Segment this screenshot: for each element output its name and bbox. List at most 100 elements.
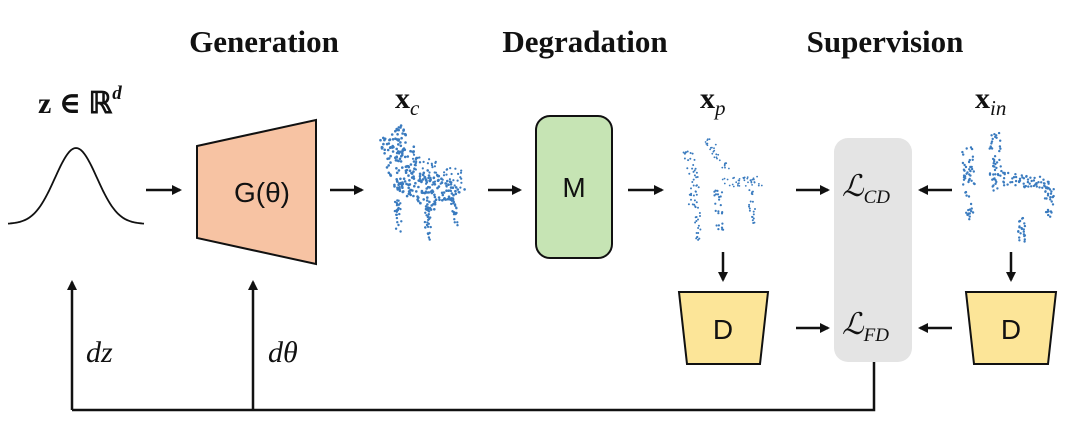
point xyxy=(410,176,414,179)
point xyxy=(716,193,720,196)
point xyxy=(1023,222,1026,225)
point xyxy=(454,189,457,193)
point xyxy=(1043,182,1046,185)
point xyxy=(692,178,695,181)
point xyxy=(971,158,974,161)
feedback-line xyxy=(72,362,876,412)
point xyxy=(1032,179,1036,182)
point xyxy=(1052,194,1055,198)
point xyxy=(994,173,997,176)
latent-exponent: d xyxy=(112,83,122,104)
point xyxy=(397,143,400,146)
point xyxy=(426,221,429,224)
heading-supervision: Supervision xyxy=(807,24,964,59)
point xyxy=(389,173,392,176)
point xyxy=(441,199,444,202)
point xyxy=(748,189,751,192)
point xyxy=(1018,219,1022,223)
point xyxy=(409,193,413,197)
xp-sub: p xyxy=(713,96,726,120)
point xyxy=(441,193,445,197)
point xyxy=(379,138,382,142)
point xyxy=(1046,192,1050,195)
point xyxy=(437,185,441,188)
point xyxy=(449,189,452,192)
discriminator-right-label: D xyxy=(1001,314,1021,345)
point xyxy=(425,223,429,227)
point xyxy=(402,147,406,150)
point xyxy=(970,179,973,182)
point xyxy=(714,143,717,146)
point xyxy=(396,159,399,162)
point xyxy=(422,171,426,175)
point xyxy=(394,156,397,159)
point xyxy=(430,204,434,207)
point xyxy=(1043,184,1046,187)
point xyxy=(412,194,415,198)
point xyxy=(695,193,698,196)
point xyxy=(397,182,401,185)
point xyxy=(434,161,437,164)
point xyxy=(1026,180,1030,184)
point xyxy=(445,182,448,185)
point xyxy=(437,196,441,199)
point xyxy=(992,173,995,176)
point xyxy=(998,149,1001,153)
point xyxy=(456,221,459,224)
point xyxy=(972,182,976,185)
point xyxy=(752,222,755,224)
point xyxy=(751,219,754,222)
point xyxy=(748,205,750,208)
point xyxy=(424,177,427,180)
point xyxy=(728,184,731,187)
point xyxy=(449,167,452,170)
point xyxy=(1011,180,1014,184)
point xyxy=(1022,182,1025,185)
latent-base: z ∈ ℝ xyxy=(38,87,114,120)
point xyxy=(969,174,972,177)
point xyxy=(699,228,702,231)
point xyxy=(752,210,755,213)
point xyxy=(390,133,394,136)
point xyxy=(414,168,417,171)
point xyxy=(1035,185,1039,188)
point xyxy=(395,147,399,151)
point xyxy=(430,164,434,167)
point xyxy=(695,220,698,222)
point xyxy=(452,193,455,197)
point xyxy=(428,171,431,174)
point xyxy=(397,139,400,142)
point xyxy=(395,204,399,207)
point xyxy=(389,161,392,164)
point xyxy=(717,210,720,213)
point xyxy=(399,126,402,129)
point xyxy=(1037,181,1040,184)
point xyxy=(989,145,992,148)
point xyxy=(970,210,973,213)
point xyxy=(1034,183,1038,186)
point xyxy=(437,178,440,182)
point xyxy=(695,176,698,179)
xp-label: xp xyxy=(700,82,726,120)
point xyxy=(1020,227,1024,231)
point xyxy=(421,178,425,181)
point xyxy=(1018,225,1021,228)
point xyxy=(404,169,408,172)
point xyxy=(1003,173,1006,176)
point xyxy=(691,181,694,183)
point xyxy=(687,203,690,206)
point xyxy=(410,172,414,175)
point xyxy=(451,210,454,213)
point xyxy=(969,169,972,173)
point-cloud-partial-chair xyxy=(682,138,763,241)
point xyxy=(1027,185,1030,188)
point xyxy=(451,186,455,189)
point xyxy=(967,179,971,182)
point xyxy=(433,202,437,206)
point xyxy=(710,146,712,149)
point xyxy=(452,202,455,205)
point xyxy=(1028,182,1031,185)
discriminator-left xyxy=(677,291,770,365)
point xyxy=(1044,210,1048,214)
point xyxy=(411,157,415,160)
